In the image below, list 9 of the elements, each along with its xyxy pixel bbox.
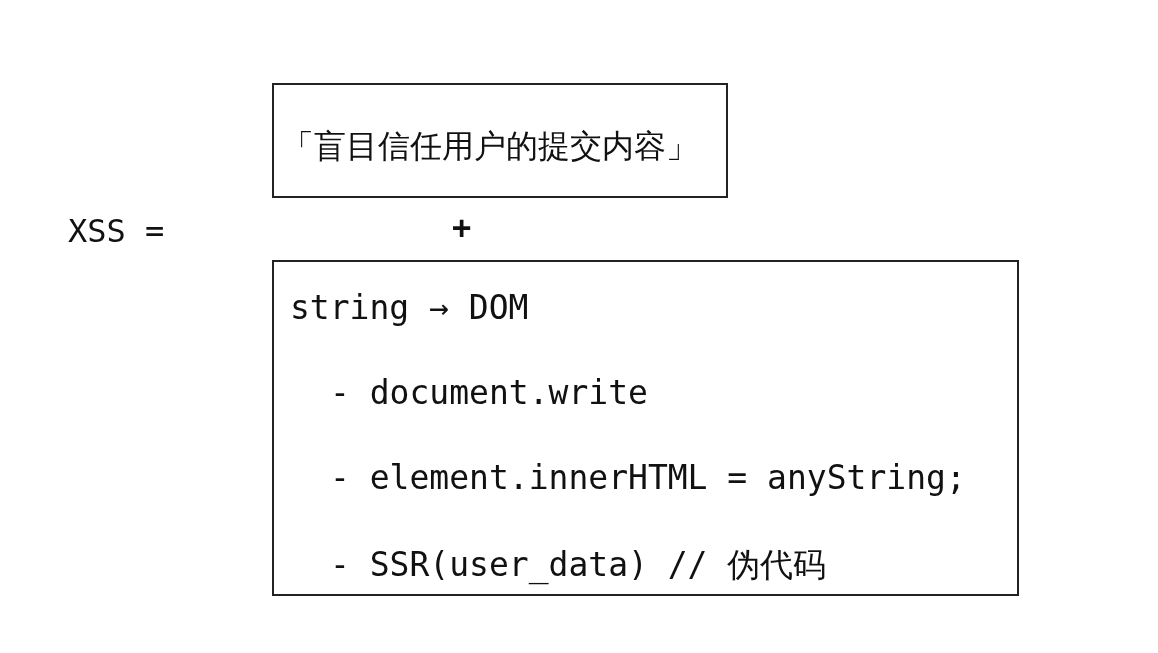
code-line: - element.innerHTML = anyString;: [330, 458, 966, 497]
equation-label: XSS =: [68, 212, 165, 250]
box-text: 「盲目信任用户的提交内容」: [282, 126, 698, 167]
text-box: [272, 83, 728, 198]
code-line: - SSR(user_data) // 伪代码: [330, 544, 827, 587]
plus-sign: +: [452, 208, 472, 246]
code-box: [272, 260, 1019, 596]
code-heading: string → DOM: [290, 288, 529, 327]
code-line: - document.write: [330, 373, 648, 412]
